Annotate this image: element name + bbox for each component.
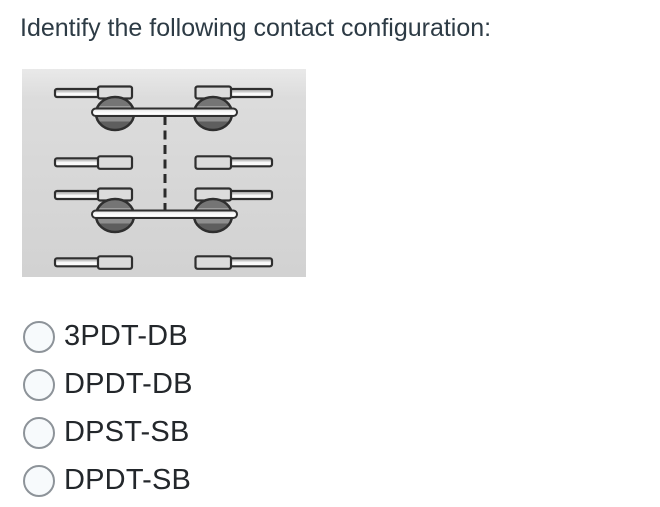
radio-label[interactable]: DPDT-SB xyxy=(64,463,192,496)
answer-option-3[interactable]: DPST-SB xyxy=(23,409,423,457)
radio-button[interactable] xyxy=(23,369,55,401)
radio-label[interactable]: DPST-SB xyxy=(64,415,190,448)
answer-option-1[interactable]: 3PDT-DB xyxy=(23,313,423,361)
contact-diagram-svg xyxy=(53,85,274,270)
radio-button[interactable] xyxy=(23,417,55,449)
stationary-contacts-lower xyxy=(53,255,274,270)
answer-option-4[interactable]: DPDT-SB xyxy=(23,457,423,505)
question-title: Identify the following contact configura… xyxy=(20,14,492,42)
radio-button[interactable] xyxy=(23,321,55,353)
answer-option-2[interactable]: DPDT-DB xyxy=(23,361,423,409)
contact-configuration-diagram xyxy=(22,69,306,277)
answer-options: 3PDT-DB DPDT-DB DPST-SB DPDT-SB xyxy=(23,313,423,505)
radio-label[interactable]: 3PDT-DB xyxy=(64,319,188,352)
radio-label[interactable]: DPDT-DB xyxy=(64,367,193,400)
radio-button[interactable] xyxy=(23,465,55,497)
